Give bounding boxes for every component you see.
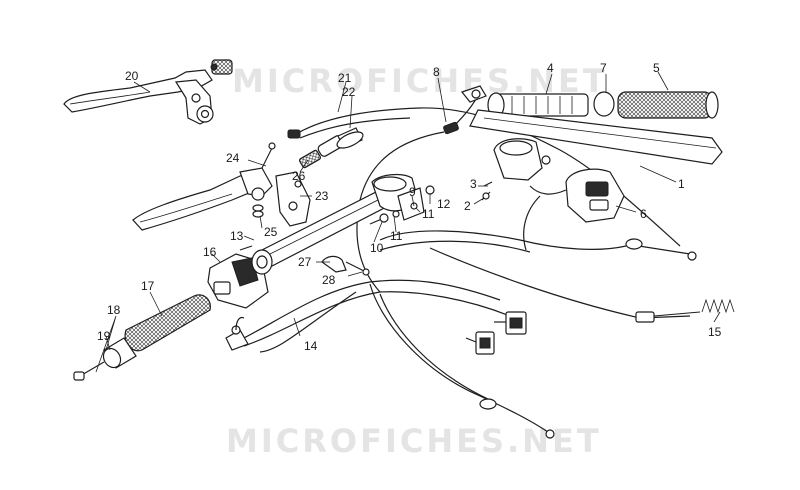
callout-16: 16 bbox=[203, 245, 217, 259]
callout-7: 7 bbox=[600, 61, 607, 75]
callout-8: 8 bbox=[433, 65, 440, 79]
clip-and-bolt bbox=[321, 255, 370, 276]
brake-lever-assembly bbox=[132, 135, 345, 231]
callout-1: 1 bbox=[678, 177, 685, 191]
callout-4: 4 bbox=[547, 61, 554, 75]
left-grip bbox=[73, 294, 211, 381]
callouts: 1 2 3 4 5 6 7 8 9 10 11 11 12 13 14 15 1… bbox=[97, 61, 722, 353]
cable-end-spring bbox=[379, 230, 735, 323]
callout-3: 3 bbox=[470, 177, 477, 191]
left-switch-housing bbox=[207, 245, 273, 309]
throttle-grip bbox=[487, 91, 719, 119]
callout-21: 21 bbox=[338, 71, 352, 85]
callout-5: 5 bbox=[653, 61, 660, 75]
callout-19: 19 bbox=[97, 329, 111, 343]
leader-lines bbox=[95, 71, 721, 373]
callout-20: 20 bbox=[125, 69, 139, 83]
callout-17: 17 bbox=[141, 279, 155, 293]
throttle-housing bbox=[493, 138, 551, 181]
right-handlebar-tube bbox=[469, 109, 723, 165]
callout-25: 25 bbox=[264, 225, 278, 239]
callout-9: 9 bbox=[409, 185, 416, 199]
callout-11b: 11 bbox=[390, 229, 403, 243]
callout-15: 15 bbox=[708, 325, 722, 339]
callout-11a: 11 bbox=[422, 207, 435, 221]
callout-18: 18 bbox=[107, 303, 121, 317]
callout-10: 10 bbox=[370, 241, 384, 255]
callout-12: 12 bbox=[437, 197, 451, 211]
callout-23: 23 bbox=[315, 189, 329, 203]
callout-28: 28 bbox=[322, 273, 336, 287]
callout-6: 6 bbox=[640, 207, 647, 221]
clutch-lever-assembly bbox=[63, 59, 233, 125]
callout-27: 27 bbox=[298, 255, 312, 269]
callout-22: 22 bbox=[342, 85, 356, 99]
callout-26: 26 bbox=[292, 169, 306, 183]
lower-cables bbox=[225, 279, 555, 439]
callout-24: 24 bbox=[226, 151, 240, 165]
handlebar bbox=[256, 173, 493, 267]
right-switch bbox=[523, 168, 625, 251]
callout-2: 2 bbox=[464, 199, 471, 213]
callout-14: 14 bbox=[304, 339, 318, 353]
callout-13: 13 bbox=[230, 229, 244, 243]
watermark-bottom: MICROFICHES.NET bbox=[226, 422, 602, 460]
